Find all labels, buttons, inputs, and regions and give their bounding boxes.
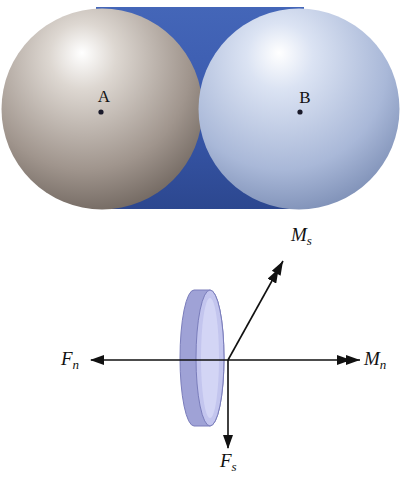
subscript: s [307, 233, 312, 248]
vector-label: Mn [364, 348, 386, 373]
point-label: A [98, 88, 110, 105]
center-dot [297, 109, 302, 114]
sphere: A [1, 8, 203, 210]
vector-label: Fn [61, 348, 79, 373]
moment-arrow [228, 261, 283, 360]
sphere: B [198, 8, 400, 210]
sphere-shape [198, 8, 400, 210]
disc [180, 290, 224, 426]
force-arrow [227, 360, 229, 448]
subscript: s [232, 459, 237, 474]
center-dot [98, 109, 103, 114]
subscript: n [73, 357, 80, 372]
vector-label: Ms [291, 224, 312, 249]
sphere-body [2, 9, 203, 210]
sphere-shape [1, 8, 203, 210]
vector-label: Fs [220, 450, 237, 475]
subscript: n [380, 357, 387, 372]
symbol: F [61, 348, 73, 369]
symbol: F [220, 450, 232, 471]
symbol: M [364, 348, 380, 369]
symbol: M [291, 224, 307, 245]
moment-arrow [228, 359, 360, 361]
point-label: B [299, 89, 310, 106]
sphere-body [199, 9, 400, 210]
force-arrow [91, 359, 228, 361]
